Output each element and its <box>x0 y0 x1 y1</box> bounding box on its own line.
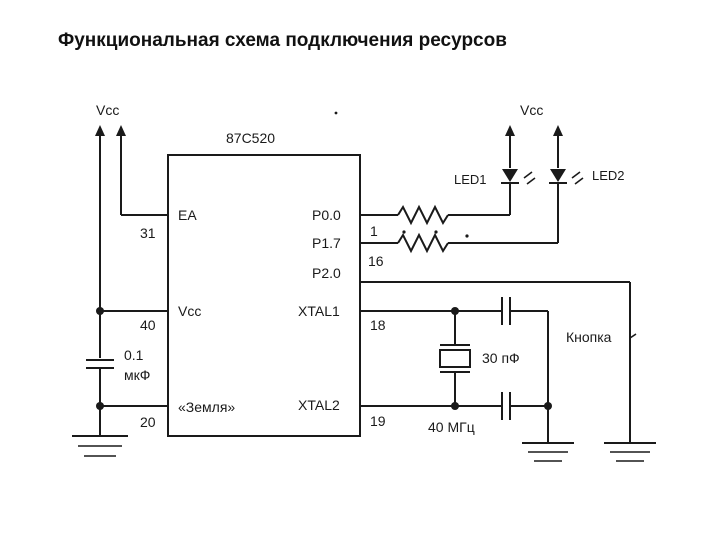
resistor-p00 <box>397 204 449 226</box>
led1-icon <box>502 169 518 182</box>
led1-label: LED1 <box>454 172 487 187</box>
pin-label-p00: P0.0 <box>312 207 341 223</box>
pin-number-p17: 16 <box>368 253 384 269</box>
crystal-cap-label: 30 пФ <box>482 350 520 366</box>
vcc-right-label: Vcc <box>520 102 543 118</box>
led1-ray-1 <box>523 171 533 179</box>
pin-label-vcc: Vcc <box>178 303 201 319</box>
led2-icon <box>550 169 566 182</box>
pin-number-p00: 1 <box>370 223 378 239</box>
crystal-icon <box>439 349 471 368</box>
pin-number-ea: 31 <box>140 225 156 241</box>
bus-dot-3 <box>465 234 469 238</box>
vcc-right-arrow-2 <box>553 125 563 136</box>
vcc-left-label: Vcc <box>96 102 119 118</box>
pin-label-p17: P1.7 <box>312 235 341 251</box>
slide-title: Функциональная схема подключения ресурсо… <box>58 30 507 51</box>
pin-label-ea: EA <box>178 207 197 223</box>
pin-label-gnd: «Земля» <box>178 399 235 415</box>
bus-dot-1 <box>402 230 406 234</box>
crystal-freq-label: 40 МГц <box>428 419 475 435</box>
pin-label-p20: P2.0 <box>312 265 341 281</box>
button-label: Кнопка <box>566 329 612 345</box>
pin-label-xtal1: XTAL1 <box>298 303 340 319</box>
pin-number-vcc: 40 <box>140 317 156 333</box>
pin-number-gnd: 20 <box>140 414 156 430</box>
vcc-left-arrow-1 <box>95 125 105 136</box>
led1-ray-2 <box>526 177 536 185</box>
vcc-right-arrow-1 <box>505 125 515 136</box>
cap-unit: мкФ <box>124 367 150 383</box>
pin-number-xtal2: 19 <box>370 413 386 429</box>
cap-common-junction <box>544 402 552 410</box>
chip-body <box>167 154 361 437</box>
gnd-junction <box>96 402 104 410</box>
chip-name: 87C520 <box>226 130 275 146</box>
stray-dot <box>334 111 338 115</box>
led2-ray-2 <box>574 177 584 185</box>
resistor-p17 <box>397 232 449 254</box>
vcc-left-arrow-2 <box>116 125 126 136</box>
pin-label-xtal2: XTAL2 <box>298 397 340 413</box>
pin-number-xtal1: 18 <box>370 317 386 333</box>
led2-label: LED2 <box>592 168 625 183</box>
led2-ray-1 <box>571 171 581 179</box>
button-tick <box>629 333 637 339</box>
cap-value: 0.1 <box>124 347 144 363</box>
bus-dot-2 <box>434 230 438 234</box>
vcc-junction <box>96 307 104 315</box>
